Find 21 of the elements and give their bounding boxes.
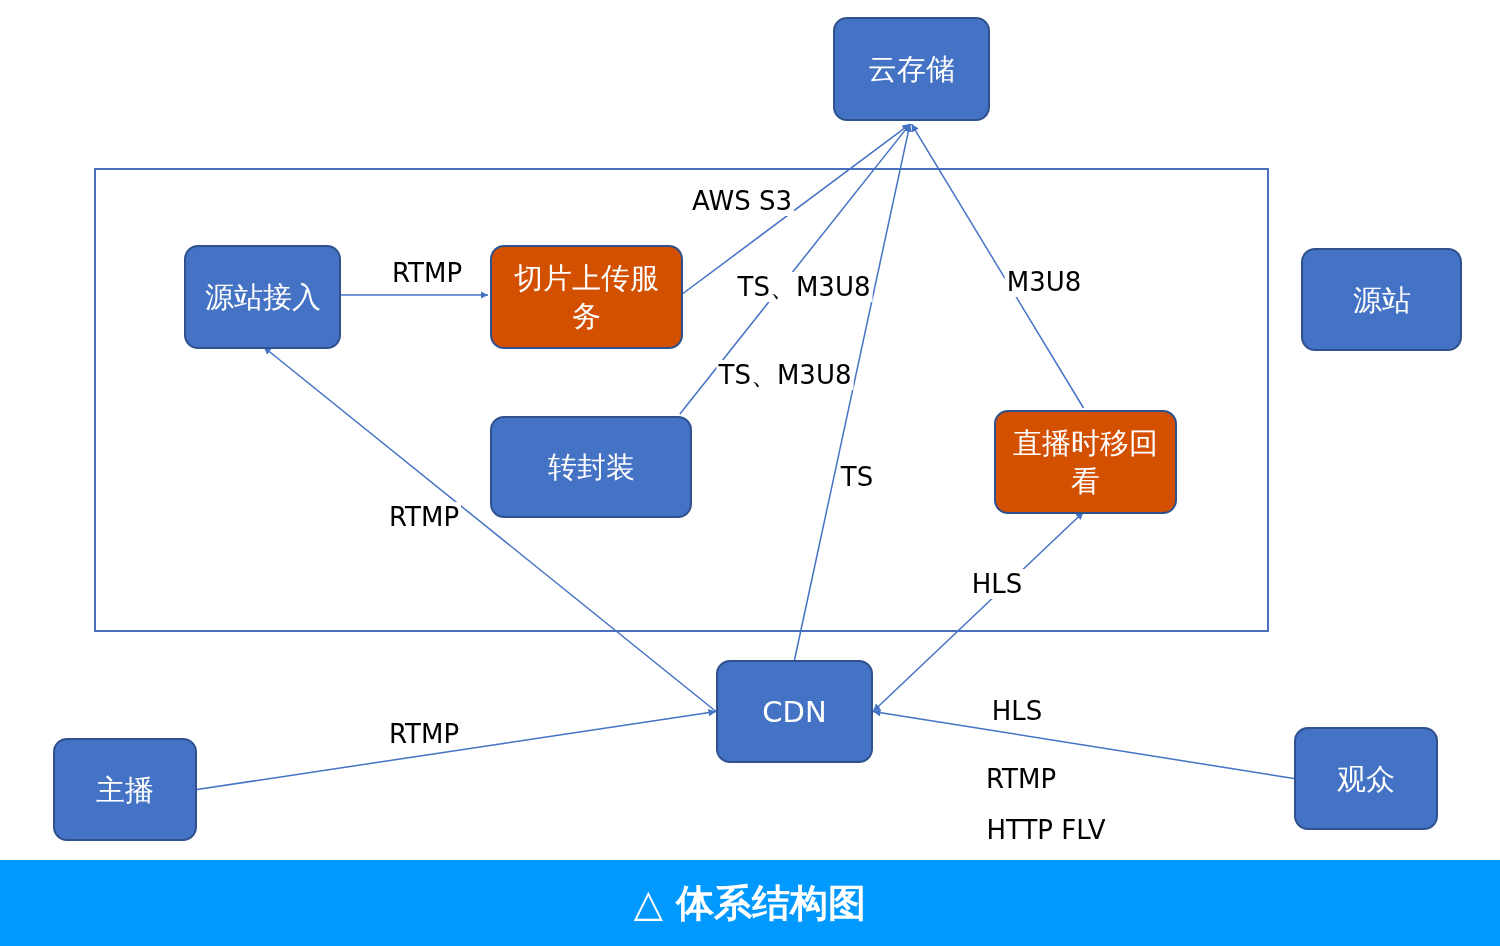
arrow [680, 123, 911, 296]
boundary-frame [94, 168, 1269, 632]
arrow [338, 291, 489, 299]
process-box: 源站 [1301, 248, 1462, 351]
arrow [910, 123, 1085, 409]
process-box: 云存储 [833, 17, 990, 121]
process-box: 观众 [1294, 727, 1438, 830]
process-box: 切片上传服务 [490, 245, 683, 349]
caption-banner: △ 体系结构图 [0, 860, 1500, 946]
process-box: 源站接入 [184, 245, 341, 349]
arrow [262, 346, 717, 713]
arrow [872, 709, 1295, 780]
edge-label: TS、M3U8 [735, 272, 873, 302]
protocol-label: TS、M3U8 [716, 360, 854, 390]
process-box: CDN [716, 660, 873, 763]
process-box: 转封装 [490, 416, 692, 518]
process-box: 主播 [53, 738, 197, 841]
process-box: 直播时移回看 [994, 410, 1177, 514]
arrow [196, 708, 717, 791]
arrow [679, 123, 911, 415]
arrow [793, 123, 912, 661]
